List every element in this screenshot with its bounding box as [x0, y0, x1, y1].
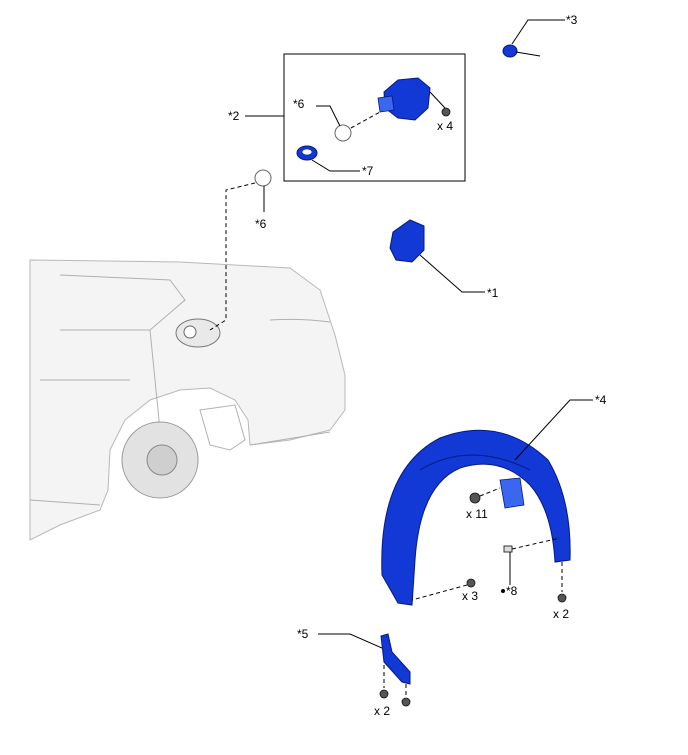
callout-6-box: *6 — [293, 97, 305, 111]
callout-4: *4 — [595, 393, 607, 407]
fuel-door-opening — [175, 318, 221, 348]
bracket-bolt-1 — [379, 689, 389, 699]
callout-3: *3 — [566, 13, 578, 27]
wheel-hub — [146, 444, 178, 476]
callout-7: *7 — [362, 164, 374, 178]
callout-1: *1 — [487, 286, 499, 300]
liner-clip-8 — [503, 545, 513, 553]
rear-wheel-liner — [381, 429, 571, 606]
callout-8: *8 — [506, 584, 518, 598]
liner-screw — [466, 578, 476, 588]
bracket-bolt-2 — [401, 697, 411, 707]
liner-nut — [469, 492, 481, 504]
callout-2: *2 — [228, 109, 240, 123]
callout-8-dot — [501, 589, 505, 593]
callout-box-2 — [283, 53, 466, 182]
fuel-inlet-box-group — [283, 53, 466, 182]
gasket-ring-body — [209, 169, 272, 331]
qty-liner-nuts: x 11 — [466, 507, 488, 521]
liner-bracket — [379, 633, 411, 707]
qty-bracket: x 2 — [374, 704, 390, 718]
fuel-cap-part — [502, 44, 541, 58]
qty-liner-bottom: x 2 — [553, 607, 569, 621]
car-body-illustration — [29, 259, 346, 541]
callout-5: *5 — [297, 627, 309, 641]
fuel-door-lid — [389, 219, 425, 263]
qty-box-bolts: x 4 — [437, 119, 453, 133]
gasket-ring-box — [334, 124, 352, 142]
qty-liner-screws: x 3 — [462, 589, 478, 603]
liner-bottom-bolt — [557, 593, 567, 603]
box-bolt — [441, 107, 451, 117]
fuel-inlet-box — [383, 77, 431, 121]
callout-6-body: *6 — [255, 217, 267, 231]
